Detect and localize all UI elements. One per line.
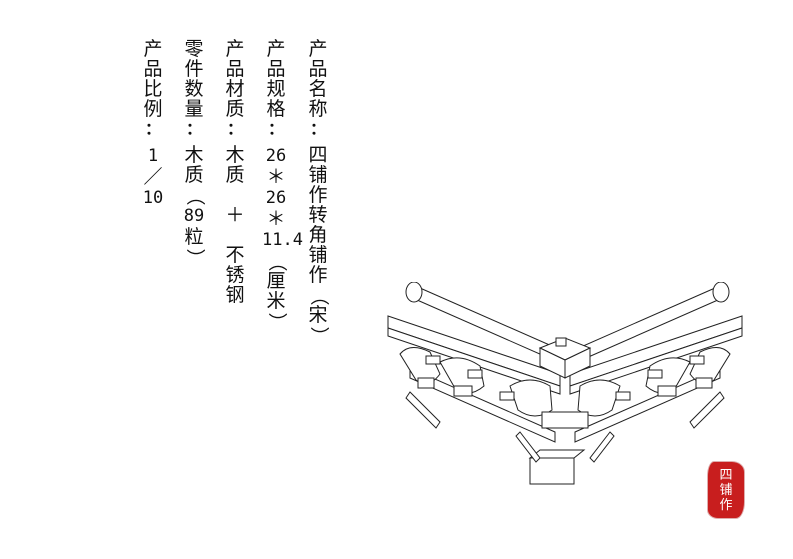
seal-stamp: 四铺作 bbox=[708, 462, 744, 518]
seal-char: 四 bbox=[719, 467, 733, 483]
spec-column-1: 产品名称：四铺作转角铺作（宋） bbox=[304, 40, 332, 346]
spec-label: 零件数量： bbox=[180, 40, 208, 146]
spec-value: 26＊26＊11.4（厘米） bbox=[262, 146, 303, 332]
spec-column-2: 产品规格：26＊26＊11.4（厘米） bbox=[262, 40, 303, 332]
spec-colon: ： bbox=[144, 119, 161, 138]
spec-value: 1／10 bbox=[142, 146, 164, 208]
bracket-center bbox=[509, 379, 621, 485]
corner-bracket-set-drawing bbox=[387, 282, 743, 485]
corner-block bbox=[538, 337, 592, 379]
spec-value: 木质 ＋ 不锈钢 bbox=[225, 144, 245, 306]
spec-colon: ： bbox=[267, 119, 284, 138]
seal-char: 铺 bbox=[719, 482, 733, 498]
spec-colon: ： bbox=[185, 119, 202, 138]
spec-value: 四铺作转角铺作（宋） bbox=[308, 144, 330, 346]
lower-beam-right bbox=[574, 367, 721, 443]
spec-label: 产品名称： bbox=[304, 40, 332, 146]
spec-label: 产品规格： bbox=[262, 40, 290, 146]
beam-left bbox=[387, 315, 561, 395]
sub-brackets bbox=[425, 355, 705, 401]
spec-colon: ： bbox=[309, 119, 326, 138]
seal-char: 作 bbox=[719, 497, 733, 513]
spec-column-3: 产品材质：木质 ＋ 不锈钢 bbox=[221, 40, 249, 306]
purlin-left bbox=[405, 282, 572, 363]
lower-beam-left bbox=[409, 367, 556, 443]
spec-colon: ： bbox=[226, 119, 243, 138]
spec-column-5: 产品比例：1／10 bbox=[139, 40, 167, 210]
beam-right bbox=[569, 315, 743, 395]
spec-label: 产品比例： bbox=[139, 40, 167, 146]
spec-label: 产品材质： bbox=[221, 40, 249, 146]
bracket-left bbox=[399, 347, 485, 429]
